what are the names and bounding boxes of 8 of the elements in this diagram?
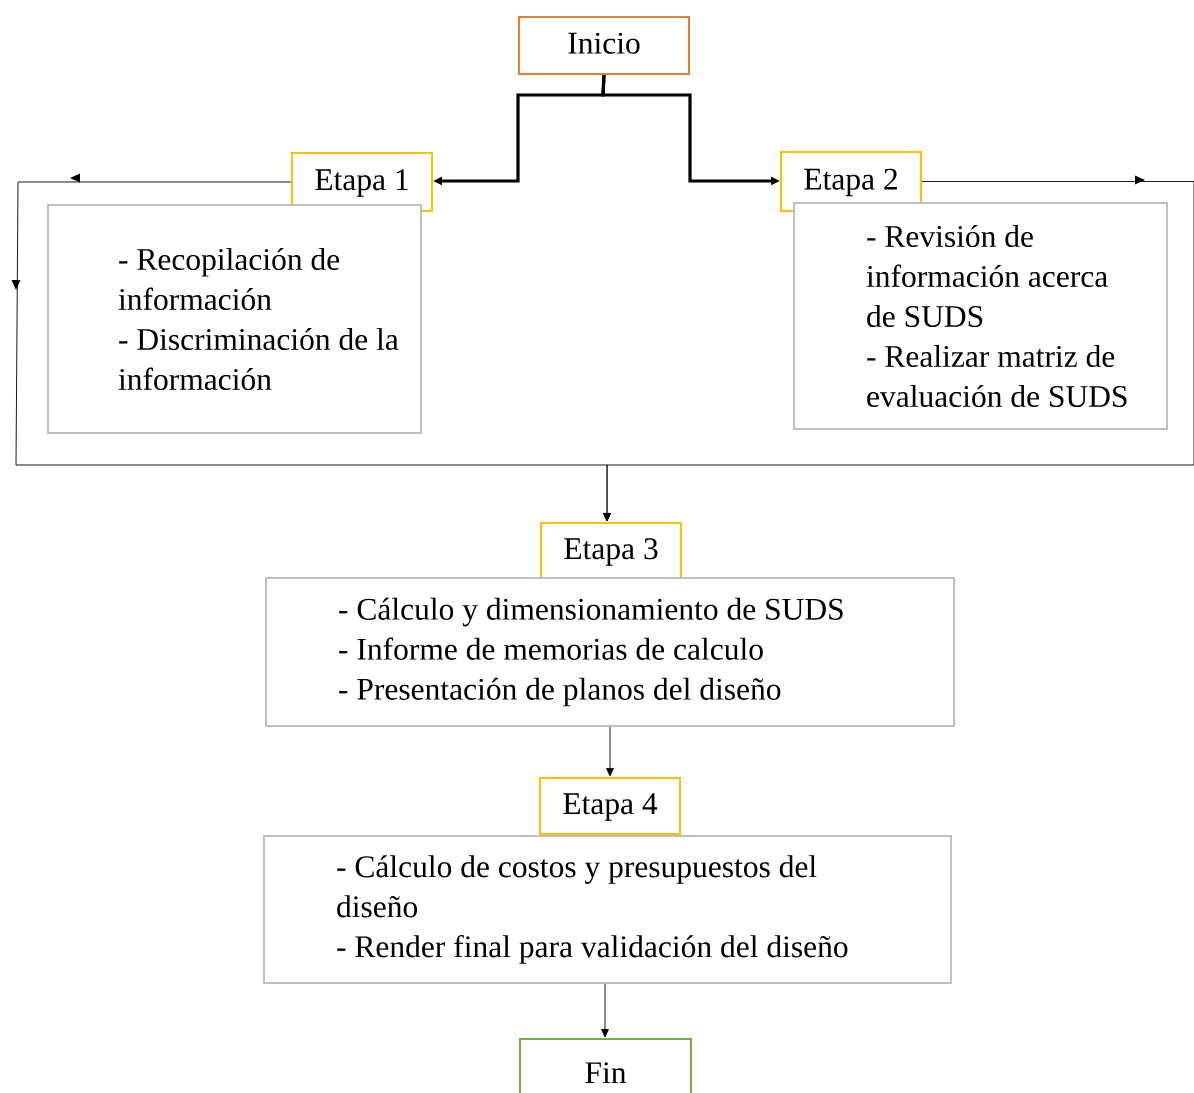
arrow bbox=[603, 175, 1194, 522]
start-box: Inicio bbox=[518, 16, 690, 75]
arrow bbox=[601, 983, 609, 1038]
stage-box: Etapa 4 bbox=[539, 777, 681, 835]
arrow bbox=[606, 726, 614, 777]
stage-box: Etapa 1 bbox=[291, 152, 433, 212]
end-box: Fin bbox=[519, 1038, 692, 1093]
stage-box: Etapa 3 bbox=[540, 522, 682, 580]
